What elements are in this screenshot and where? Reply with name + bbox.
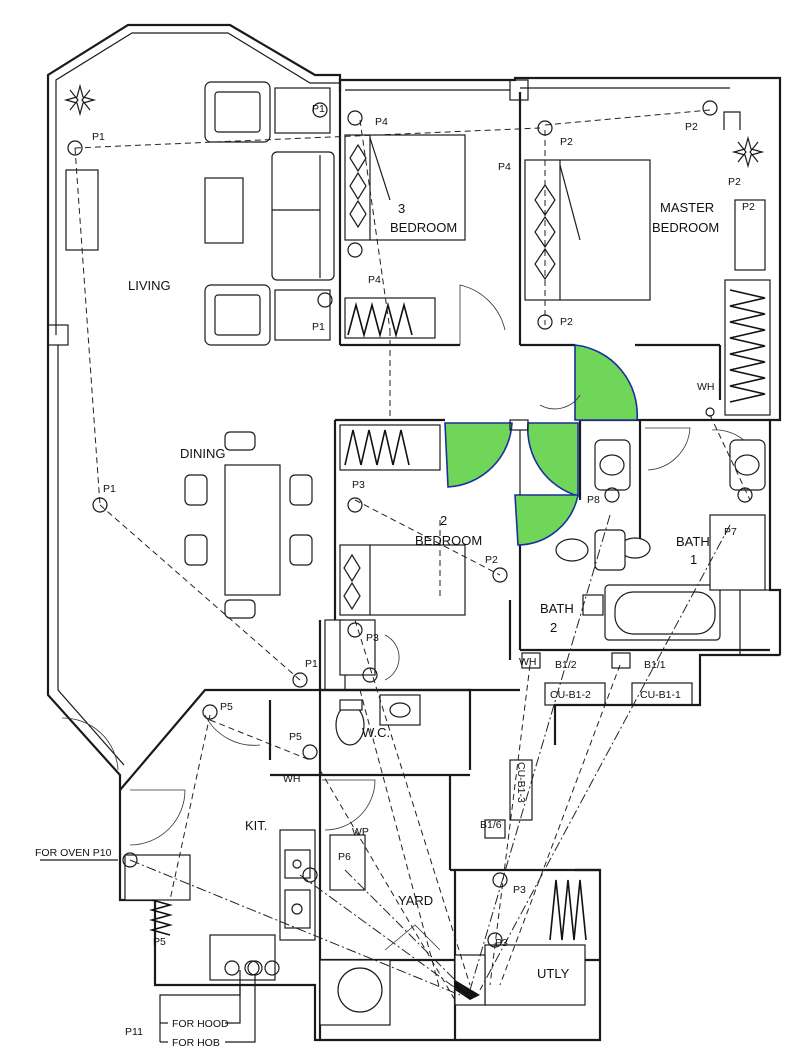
annotation-hob: FOR HOB	[172, 1037, 220, 1049]
room-label-bath2-a: BATH	[540, 601, 574, 616]
room-label-master-a: MASTER	[660, 200, 714, 215]
point-label: P4	[498, 161, 511, 173]
point-label: P4	[368, 274, 381, 286]
point-label: P7	[724, 526, 737, 538]
room-label-bath1-b: 1	[690, 552, 697, 567]
wardrobe-hatch	[344, 289, 766, 941]
point-label: P5	[289, 731, 302, 743]
annotation-hood: FOR HOOD	[172, 1018, 229, 1030]
point-label: CU-B1-3	[515, 762, 527, 803]
room-label-living: LIVING	[128, 278, 171, 293]
point-label: P3	[352, 479, 365, 491]
point-label: P2	[728, 176, 741, 188]
room-label-bedroom3-num: 3	[398, 201, 405, 216]
point-label: B1/6	[480, 819, 502, 831]
point-label: WH	[697, 381, 715, 393]
wiring-runs	[74, 109, 751, 1001]
point-label: P8	[587, 494, 600, 506]
point-label: P1	[92, 131, 105, 143]
point-label: P5	[220, 701, 233, 713]
point-label: P4	[375, 116, 388, 128]
point-label: WH	[283, 773, 301, 785]
door-swing-bath-small	[514, 494, 579, 546]
point-label: P3	[366, 632, 379, 644]
room-label-utly: UTLY	[537, 966, 570, 981]
door-swing-bath2	[526, 422, 579, 498]
room-label-wc: W.C.	[362, 725, 390, 740]
room-label-bedroom2-num: 2	[440, 513, 447, 528]
point-label: WH	[519, 656, 537, 668]
point-label: P1	[312, 321, 325, 333]
point-label: P2	[742, 201, 755, 213]
point-label: WP	[352, 826, 369, 838]
door-swing-bedroom2	[444, 422, 513, 488]
outlet-symbols	[67, 100, 753, 976]
point-label: P2	[485, 554, 498, 566]
point-label: P2	[560, 136, 573, 148]
point-label: P6	[338, 851, 351, 863]
annotations: FOR OVEN P10 P11 FOR HOOD FOR HOB	[35, 847, 229, 1049]
living-furniture	[65, 81, 335, 346]
point-label: CU-B1-1	[640, 689, 681, 701]
room-label-kit: KIT.	[245, 818, 267, 833]
dining-furniture	[184, 431, 313, 619]
room-label-master-b: BEDROOM	[652, 220, 719, 235]
point-label: CU-B1-2	[550, 689, 591, 701]
point-labels: P1 P1 P1 P1 P1 P2 P2 P2 P2 P2 P2 P3 P3 P…	[92, 103, 755, 949]
point-label: P1	[312, 103, 325, 115]
room-labels: LIVING DINING 3 BEDROOM MASTER BEDROOM 2…	[128, 200, 719, 981]
kitchen-fixtures	[124, 829, 586, 1026]
bed-diamonds	[343, 143, 556, 611]
room-label-bedroom3: BEDROOM	[390, 220, 457, 235]
point-label: P3	[495, 937, 508, 949]
annotation-leaders	[40, 859, 256, 1043]
room-label-bath1-a: BATH	[676, 534, 710, 549]
point-label: B1/1	[644, 659, 666, 671]
point-label: B1/2	[555, 659, 577, 671]
room-label-bedroom2: BEDROOM	[415, 533, 482, 548]
annotation-oven: FOR OVEN P10	[35, 847, 112, 859]
room-label-bath2-b: 2	[550, 620, 557, 635]
bath-fixtures	[335, 439, 766, 746]
point-label: P3	[513, 884, 526, 896]
point-label: P1	[305, 658, 318, 670]
door-swing-hall	[574, 344, 638, 421]
highlighted-doors	[444, 344, 638, 546]
room-label-dining: DINING	[180, 446, 226, 461]
point-label: P2	[685, 121, 698, 133]
annotation-p11: P11	[125, 1026, 143, 1038]
plant-icons	[63, 83, 765, 169]
point-label: P1	[103, 483, 116, 495]
point-label: P5	[153, 936, 166, 948]
room-label-yard: YARD	[398, 893, 433, 908]
point-label: P2	[560, 316, 573, 328]
